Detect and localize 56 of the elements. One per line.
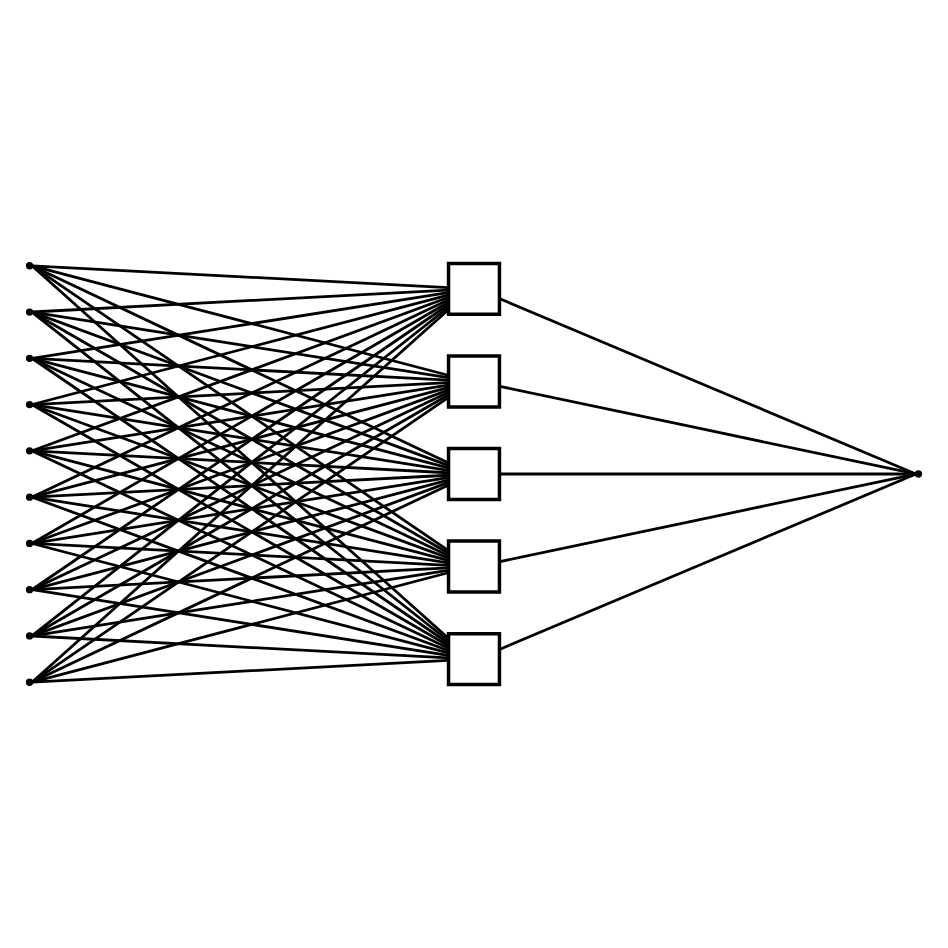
connector	[499, 472, 917, 651]
connector	[32, 476, 449, 545]
connector	[31, 357, 449, 557]
node-point	[25, 308, 34, 316]
node-point	[25, 632, 34, 640]
connector	[32, 566, 449, 592]
connector	[32, 495, 449, 565]
node-point	[25, 539, 34, 548]
connector	[499, 297, 917, 476]
connector	[31, 391, 449, 591]
connector	[32, 449, 449, 475]
node-box	[446, 539, 502, 594]
connector	[31, 264, 449, 465]
connector	[499, 472, 917, 563]
connector	[31, 495, 449, 652]
connector	[31, 296, 449, 453]
node-box	[446, 354, 502, 409]
connector	[32, 264, 449, 290]
node-point	[25, 354, 34, 362]
connector	[32, 403, 449, 472]
node-box	[446, 261, 502, 317]
node-point	[914, 470, 923, 478]
connector	[32, 542, 449, 567]
connector	[32, 658, 449, 684]
node-point	[25, 447, 34, 455]
connector	[32, 588, 449, 657]
connector	[31, 478, 449, 591]
node-box	[446, 446, 502, 502]
connector	[32, 568, 449, 638]
node-point	[25, 678, 34, 686]
connector	[32, 634, 449, 660]
node-point	[25, 262, 34, 270]
connector	[31, 403, 449, 560]
connector	[32, 473, 449, 499]
connector	[31, 449, 449, 562]
connector	[31, 396, 449, 684]
connector	[31, 293, 449, 406]
connector	[31, 264, 449, 377]
connector	[499, 385, 917, 476]
connector	[32, 291, 449, 360]
connector	[31, 449, 449, 650]
connector	[31, 571, 449, 684]
connector	[31, 483, 449, 684]
node-point	[25, 400, 34, 409]
connector	[32, 288, 449, 314]
connector	[31, 264, 449, 552]
node-point	[25, 493, 34, 501]
connector	[31, 481, 449, 638]
connector	[31, 388, 449, 545]
connector	[31, 310, 449, 467]
connector	[31, 298, 449, 499]
connector	[31, 386, 449, 499]
node-point	[25, 586, 34, 594]
connector	[31, 542, 449, 655]
connector	[499, 472, 916, 476]
node-box	[446, 631, 502, 687]
